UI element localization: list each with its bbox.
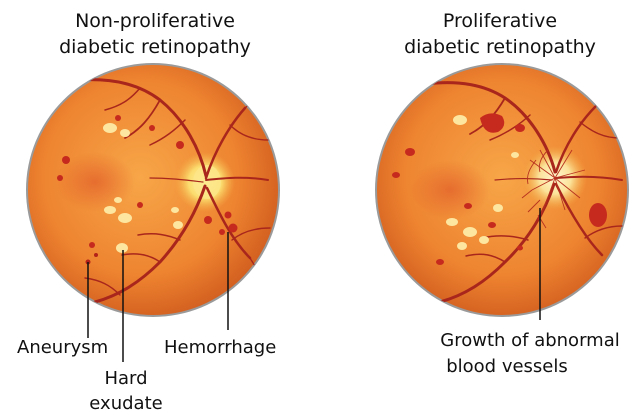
label-growth-line2: blood vessels: [446, 356, 568, 377]
label-growth-line1: Growth of abnormal: [440, 330, 619, 351]
panel-title-line2: diabetic retinopathy: [404, 36, 596, 58]
label-hemorrhage: Hemorrhage: [164, 337, 276, 358]
retina-fundus-left: [26, 63, 280, 317]
panel-proliferative: Proliferative diabetic retinopathy: [375, 10, 629, 377]
panel-title-line2: diabetic retinopathy: [59, 36, 251, 58]
panel-title-line1: Non-proliferative: [75, 10, 235, 32]
label-aneurysm: Aneurysm: [17, 337, 108, 358]
panel-title-line1: Proliferative: [443, 10, 557, 32]
panel-non-proliferative: Non-proliferative diabetic retinopathy: [17, 10, 280, 414]
macula: [410, 160, 490, 220]
label-hard-exudate-line2: exudate: [89, 393, 162, 414]
retina-fundus-right: [375, 63, 629, 317]
label-hard-exudate-line1: Hard: [104, 368, 147, 389]
